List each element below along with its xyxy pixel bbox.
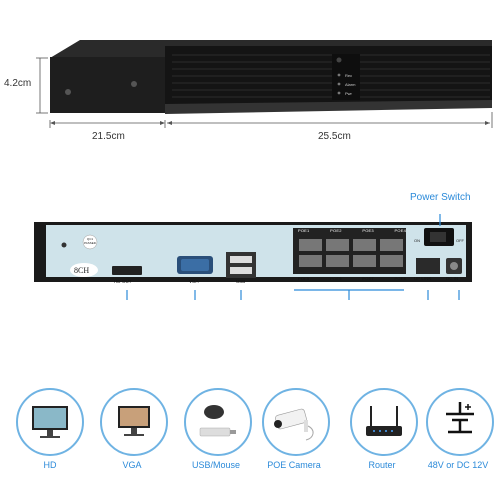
dimension-depth: 21.5cm [92, 131, 125, 142]
callout-dc-power [426, 388, 494, 456]
switch-on-label: ON [414, 238, 420, 243]
callout-poe-camera [262, 388, 330, 456]
qc-sticker-line1: QC1 [86, 237, 94, 241]
callout-row: HD VGA USB/Mouse POE Camera [0, 380, 500, 500]
dimension-width: 25.5cm [318, 131, 351, 142]
poe-ports-illustration [299, 239, 403, 267]
callout-vga-label: VGA [122, 460, 142, 470]
hdmi-label: HD-OUT [114, 279, 132, 284]
channel-label: 8CH [74, 266, 90, 275]
callout-dc-power-label: 48V or DC 12V [427, 460, 489, 470]
indicator-pwr: Pwr [345, 91, 352, 96]
poe8-label: POE8 [394, 276, 406, 281]
indicator-rec: Rec [345, 73, 353, 78]
nvr-back-panel: POE1 POE2 POE3 POE4 POE5 POE6 POE7 POE8 … [0, 180, 500, 305]
power-switch-label: Power Switch [410, 192, 471, 203]
qc-sticker-line2: PASSED [84, 241, 96, 245]
poe4-label: POE4 [394, 228, 406, 233]
poe7-label: POE7 [362, 276, 374, 281]
poe-top-labels: POE1 POE2 POE3 POE4 [298, 228, 406, 233]
vga-label: VGA [189, 279, 199, 284]
switch-off-label: OFF [456, 238, 464, 243]
poe2-label: POE2 [330, 228, 342, 233]
poe-port-grid [297, 235, 403, 271]
uplink-label: UP LINK [414, 276, 432, 281]
nvr-front-illustration [36, 40, 493, 128]
callout-poe-camera-label: POE Camera [267, 460, 321, 470]
poe1-label: POE1 [298, 228, 310, 233]
dc-in-label: DC IN [446, 276, 459, 281]
mouse-icon [199, 405, 236, 437]
monitor-icon [32, 406, 68, 438]
poe5-label: POE5 [298, 276, 310, 281]
callout-router-label: Router [368, 460, 396, 470]
callout-usb [184, 388, 252, 456]
camera-icon [274, 408, 314, 441]
poe-bottom-labels: POE5 POE6 POE7 POE8 [298, 276, 406, 281]
poe6-label: POE6 [330, 276, 342, 281]
nvr-front-view: 4.2cm 21.5cm 25.5cm Rec Alarm Pwr [0, 0, 500, 150]
dimension-height: 4.2cm [4, 78, 32, 89]
front-indicator-labels: Rec Alarm Pwr [345, 71, 359, 98]
usb-label: USB [236, 279, 246, 284]
monitor-icon [118, 406, 150, 436]
indicator-alarm: Alarm [345, 82, 356, 87]
callout-hd-label: HD [43, 460, 57, 470]
callout-vga [100, 388, 168, 456]
callout-usb-label: USB/Mouse [191, 460, 241, 470]
callout-router [350, 388, 418, 456]
qc-sticker: QC1 PASSED [83, 237, 97, 245]
dc-power-icon [446, 402, 474, 434]
poe3-label: POE3 [362, 228, 374, 233]
router-icon [366, 406, 402, 436]
callout-hd [16, 388, 84, 456]
